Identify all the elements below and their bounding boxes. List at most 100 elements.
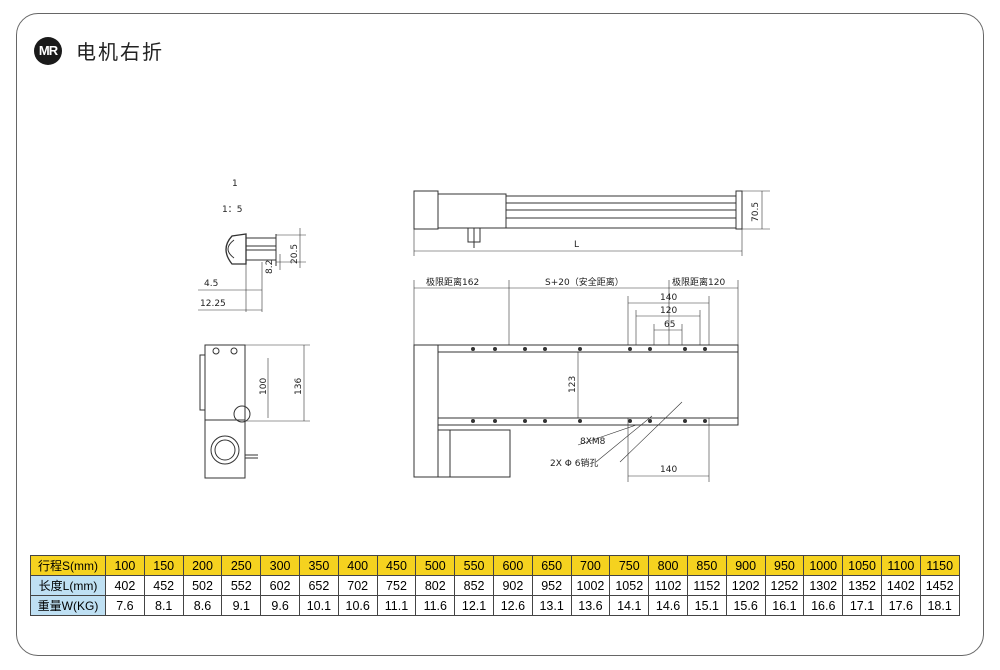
spec-row-label: 长度L(mm) (30, 575, 106, 596)
dim-140-top: 140 (660, 293, 677, 303)
spec-cell: 100 (105, 555, 145, 576)
page-frame (16, 13, 984, 656)
spec-cell: 1402 (880, 575, 921, 596)
spec-cell: 802 (415, 575, 456, 596)
spec-cell: 852 (454, 575, 494, 596)
spec-cell: 250 (221, 555, 262, 576)
spec-cell: 7.6 (105, 595, 145, 616)
spec-cell: 12.1 (454, 595, 494, 616)
dim-8-2: 8.2 (265, 260, 275, 274)
mr-logo: MR (34, 36, 62, 65)
dim-12-25: 12.25 (200, 299, 226, 309)
pin-hole-label: 2X Φ 6销孔 (550, 457, 598, 469)
spec-cell: 400 (337, 555, 378, 576)
dim-20-5: 20.5 (290, 244, 300, 264)
spec-cell: 800 (648, 555, 688, 576)
dim-65: 65 (664, 320, 675, 330)
spec-cell: 1002 (570, 575, 611, 596)
spec-cell: 900 (725, 555, 766, 576)
spec-cell: 17.6 (880, 595, 921, 616)
stroke-label: S+20（安全距离） (545, 276, 624, 288)
spec-cell: 9.6 (260, 595, 300, 616)
spec-cell: 16.6 (803, 595, 844, 616)
spec-cell: 13.1 (531, 595, 572, 616)
technical-drawing: 1 1：5 20.5 8.2 4.5 12.25 100 136 70.5 L … (198, 179, 770, 482)
spec-cell: 1102 (648, 575, 688, 596)
side-profile-detail (198, 228, 306, 312)
spec-cell: 500 (415, 555, 456, 576)
spec-cell: 1452 (919, 575, 960, 596)
spec-cell: 1050 (842, 555, 882, 576)
spec-cell: 600 (492, 555, 533, 576)
spec-cell: 750 (609, 555, 650, 576)
spec-cell: 850 (686, 555, 727, 576)
spec-cell: 10.1 (298, 595, 339, 616)
spec-cell: 1352 (842, 575, 882, 596)
scale-ratio: 1：5 (222, 205, 242, 215)
spec-cell: 300 (260, 555, 300, 576)
spec-cell: 14.1 (609, 595, 650, 616)
page-title: 电机右折 (76, 40, 164, 64)
top-view (413, 280, 739, 482)
limit-right-label: 极限距离120 (672, 276, 725, 288)
spec-cell: 550 (454, 555, 494, 576)
spec-cell: 752 (376, 575, 417, 596)
spec-cell: 150 (143, 555, 184, 576)
dim-70-5: 70.5 (751, 202, 761, 222)
screw-label: 8XM8 (580, 437, 606, 447)
spec-cell: 11.1 (376, 595, 417, 616)
spec-cell: 1152 (686, 575, 727, 596)
spec-row-label: 行程S(mm) (30, 555, 106, 576)
spec-cell: 8.6 (182, 595, 223, 616)
spec-cell: 402 (105, 575, 145, 596)
spec-cell: 502 (182, 575, 223, 596)
dim-100: 100 (259, 378, 269, 395)
spec-cell: 12.6 (492, 595, 533, 616)
spec-cell: 950 (764, 555, 805, 576)
header: MR 电机右折 (34, 36, 164, 65)
spec-cell: 700 (570, 555, 611, 576)
dim-4-5: 4.5 (204, 279, 218, 289)
spec-cell: 8.1 (143, 595, 184, 616)
spec-cell: 11.6 (415, 595, 456, 616)
dim-136: 136 (294, 378, 304, 395)
spec-cell: 1000 (803, 555, 844, 576)
spec-cell: 1202 (725, 575, 766, 596)
spec-cell: 952 (531, 575, 572, 596)
scale-number: 1 (232, 179, 238, 189)
spec-cell: 15.1 (686, 595, 727, 616)
spec-cell: 652 (298, 575, 339, 596)
spec-cell: 702 (337, 575, 378, 596)
spec-cell: 17.1 (842, 595, 882, 616)
spec-cell: 452 (143, 575, 184, 596)
limit-left-label: 极限距离162 (426, 276, 479, 288)
spec-cell: 552 (221, 575, 262, 596)
dim-L: L (574, 240, 579, 250)
spec-cell: 9.1 (221, 595, 262, 616)
spec-cell: 1100 (880, 555, 921, 576)
spec-cell: 14.6 (648, 595, 688, 616)
spec-cell: 1052 (609, 575, 650, 596)
spec-cell: 10.6 (337, 595, 378, 616)
spec-cell: 13.6 (570, 595, 611, 616)
spec-cell: 902 (492, 575, 533, 596)
spec-row-label: 重量W(KG) (30, 595, 106, 616)
spec-cell: 1302 (803, 575, 844, 596)
dim-120: 120 (660, 306, 677, 316)
spec-cell: 200 (182, 555, 223, 576)
spec-cell: 602 (260, 575, 300, 596)
spec-cell: 18.1 (919, 595, 960, 616)
spec-cell: 1150 (919, 555, 960, 576)
spec-cell: 350 (298, 555, 339, 576)
dim-140-bottom: 140 (660, 465, 677, 475)
spec-cell: 16.1 (764, 595, 805, 616)
spec-cell: 450 (376, 555, 417, 576)
spec-cell: 650 (531, 555, 572, 576)
spec-cell: 15.6 (725, 595, 766, 616)
spec-cell: 1252 (764, 575, 805, 596)
end-view-motor (199, 344, 310, 479)
